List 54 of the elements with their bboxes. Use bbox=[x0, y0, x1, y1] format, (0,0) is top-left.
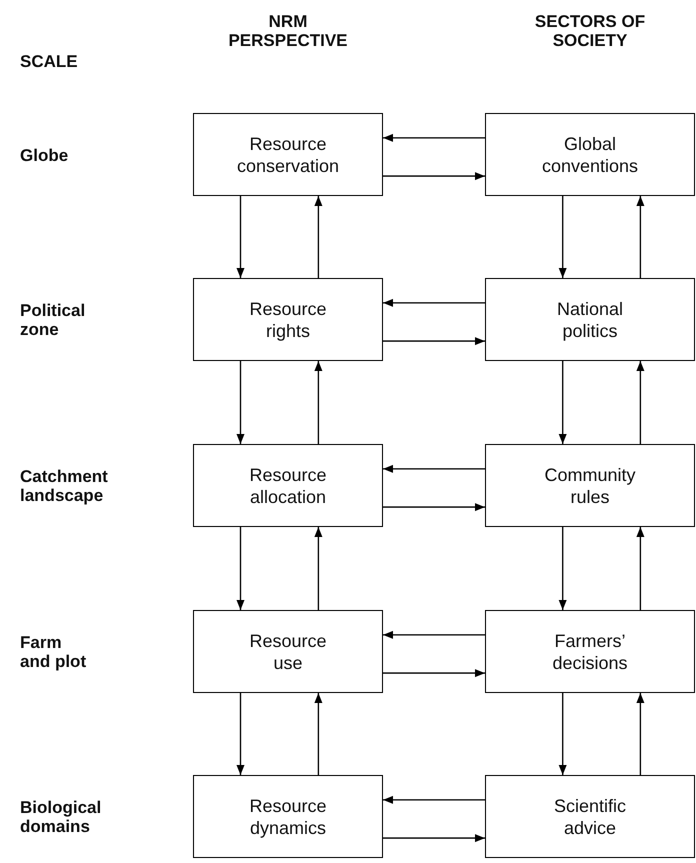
box-label: Global conventions bbox=[540, 132, 640, 176]
arrow bbox=[558, 361, 567, 444]
arrow bbox=[636, 693, 644, 775]
box-label: Community rules bbox=[543, 464, 637, 508]
process-box bbox=[193, 775, 383, 858]
row-label: Farm and plot bbox=[20, 633, 88, 671]
arrow bbox=[383, 503, 485, 512]
box-label: Resource conservation bbox=[236, 132, 340, 176]
arrow bbox=[383, 796, 485, 804]
box-label: Farmers’ decisions bbox=[551, 630, 629, 674]
process-box bbox=[485, 113, 695, 196]
box-label: Resource rights bbox=[248, 298, 328, 342]
arrow bbox=[636, 527, 644, 610]
arrow bbox=[558, 196, 567, 278]
arrow bbox=[314, 693, 322, 775]
row-label: Catchment landscape bbox=[20, 467, 109, 505]
arrow bbox=[236, 527, 244, 610]
arrow bbox=[383, 298, 485, 307]
process-box bbox=[193, 610, 383, 693]
process-box bbox=[485, 444, 695, 527]
arrow bbox=[314, 527, 322, 610]
arrow bbox=[236, 196, 244, 278]
arrow bbox=[636, 196, 644, 278]
arrow bbox=[383, 337, 485, 346]
arrow bbox=[383, 464, 485, 473]
arrow bbox=[558, 693, 567, 775]
arrow bbox=[383, 630, 485, 639]
arrow bbox=[636, 361, 644, 444]
box-label: National politics bbox=[556, 298, 624, 342]
column-heading: SCALE bbox=[20, 52, 79, 71]
arrow bbox=[383, 669, 485, 678]
column-heading: NRM PERSPECTIVE bbox=[227, 12, 349, 50]
process-box bbox=[193, 444, 383, 527]
process-box bbox=[485, 775, 695, 858]
arrow bbox=[236, 693, 244, 775]
arrow bbox=[236, 361, 244, 444]
column-heading: SECTORS OF SOCIETY bbox=[534, 12, 646, 50]
process-box bbox=[193, 278, 383, 361]
arrow bbox=[558, 527, 567, 610]
row-label: Political zone bbox=[20, 301, 86, 339]
box-label: Resource dynamics bbox=[248, 794, 328, 838]
process-box bbox=[485, 610, 695, 693]
box-label: Resource allocation bbox=[248, 464, 328, 508]
arrow bbox=[314, 361, 322, 444]
process-box bbox=[485, 278, 695, 361]
arrow bbox=[383, 172, 485, 180]
box-label: Resource use bbox=[248, 630, 328, 674]
arrow bbox=[383, 834, 485, 842]
arrow bbox=[314, 196, 322, 278]
arrow bbox=[383, 134, 485, 142]
process-box bbox=[193, 113, 383, 196]
row-label: Biological domains bbox=[20, 798, 102, 836]
row-label: Globe bbox=[20, 146, 70, 165]
box-label: Scientific advice bbox=[552, 794, 628, 838]
